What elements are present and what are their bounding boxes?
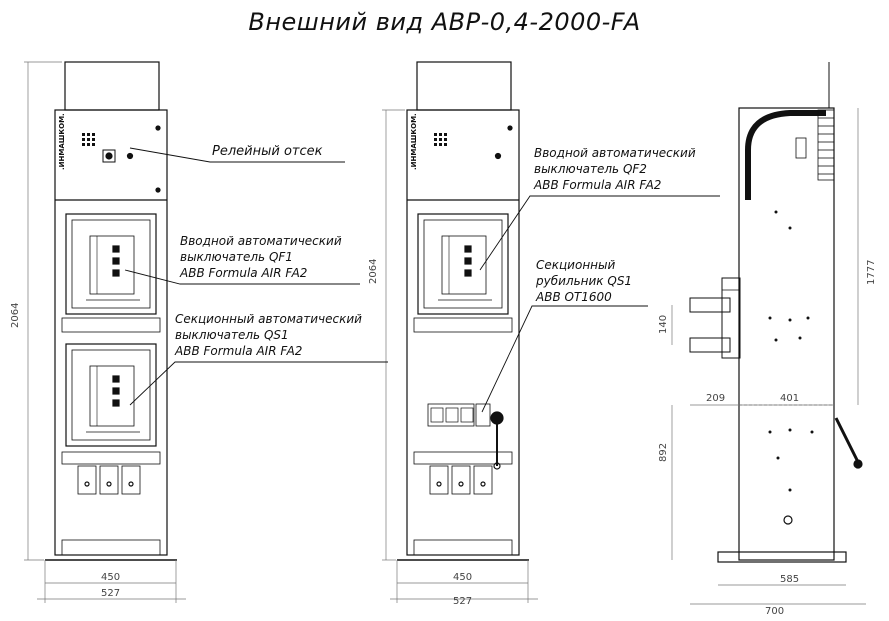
vent-grille [82,133,95,146]
label-qf2-line2: выключатель QF2 [534,162,647,176]
logo-text-1: .ИНМАШКОМ. [58,113,66,170]
logo-text-2: .ИНМАШКОМ. [410,113,418,170]
drawing-title: Внешний вид АВР-0,4-2000-FA [248,8,641,36]
label-qs1-breaker: Секционный автоматический выключатель QS… [175,311,362,359]
label-qs1-switch: Секционный рубильник QS1 ABB OT1600 [536,257,632,305]
dim-lower-height: 892 [658,443,669,462]
label-qs1-switch-line2: рубильник QS1 [536,274,633,288]
dim-width-inner-2: 450 [453,572,472,583]
dim-offset: 209 [706,393,725,404]
label-qs1-breaker-line2: выключатель QS1 [175,328,289,342]
dim-height-2: 2064 [368,259,379,284]
dim-busbar-gap: 140 [658,315,669,334]
dim-base: 585 [780,574,799,585]
label-qf1-line1: Вводной автоматический [180,234,342,248]
front-view-2: .ИНМАШКОМ. [397,61,529,561]
label-relay-compartment: Релейный отсек [212,144,323,159]
label-qs1-breaker-line1: Секционный автоматический [175,312,362,326]
dims-view-2 [382,109,538,603]
dim-side-height: 1777 [866,260,877,285]
leader-lines [124,147,720,413]
dim-total: 700 [765,606,784,617]
dim-width-outer-1: 527 [101,588,120,599]
label-qs1-breaker-line3: ABB Formula AIR FA2 [175,344,303,358]
side-view [689,62,863,563]
dim-width-inner-1: 450 [101,572,120,583]
label-qf1-line2: выключатель QF1 [180,250,293,264]
label-qf2: Вводной автоматический выключатель QF2 A… [534,145,696,193]
label-qf1: Вводной автоматический выключатель QF1 A… [180,233,342,281]
label-qs1-switch-line3: ABB OT1600 [536,290,612,304]
label-qs1-switch-line1: Секционный [536,258,616,272]
dim-width-outer-2: 527 [453,596,472,607]
dim-height-1: 2064 [10,303,21,328]
label-qf2-line1: Вводной автоматический [534,146,696,160]
label-qf1-line3: ABB Formula AIR FA2 [180,266,308,280]
dims-side [671,108,866,605]
dims-view-1 [24,61,186,603]
front-view-1: .ИНМАШКОМ. [45,61,177,561]
dim-depth-top: 401 [780,393,799,404]
label-qf2-line3: ABB Formula AIR FA2 [534,178,662,192]
